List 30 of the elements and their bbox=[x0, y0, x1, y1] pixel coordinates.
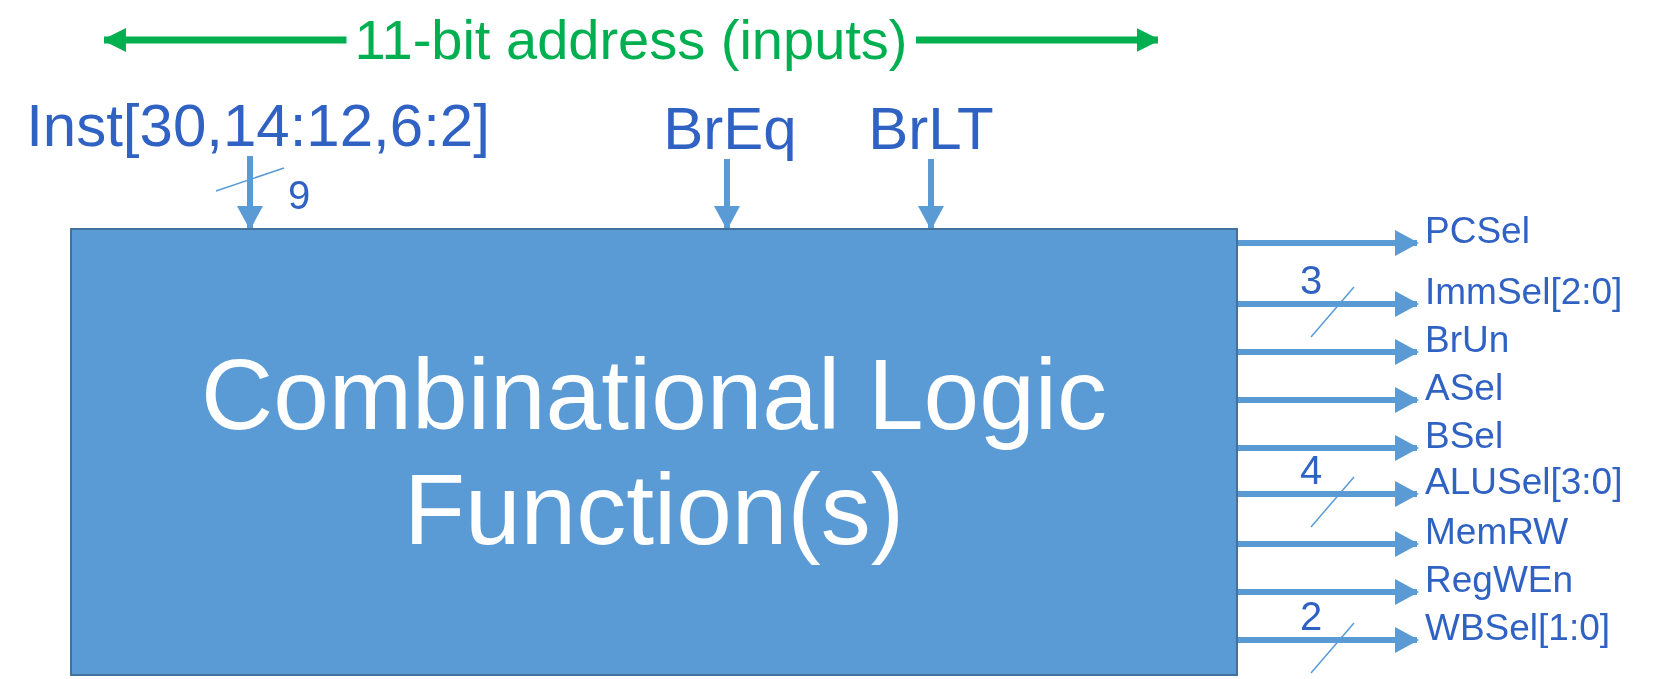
bus-width-label: 2 bbox=[1300, 596, 1323, 636]
output-signal-label: RegWEn bbox=[1425, 556, 1663, 598]
bus-width-label: 9 bbox=[288, 175, 311, 215]
arrow bbox=[1238, 481, 1419, 507]
arrow bbox=[1238, 435, 1419, 461]
input-signal-label: Inst[30,14:12,6:2] bbox=[8, 82, 508, 156]
arrow bbox=[1238, 387, 1419, 413]
arrow bbox=[1238, 627, 1419, 653]
arrow bbox=[1238, 339, 1419, 365]
arrow bbox=[1238, 579, 1419, 605]
arrow bbox=[1238, 230, 1419, 256]
bus-width-label: 4 bbox=[1300, 450, 1323, 490]
output-signal-label: ImmSel[2:0] bbox=[1425, 268, 1663, 310]
input-signal-label: BrEq bbox=[655, 95, 805, 159]
arrow bbox=[1238, 531, 1419, 557]
input-signal-label: BrLT bbox=[860, 95, 1002, 159]
output-signal-label: WBSel[1:0] bbox=[1425, 604, 1663, 646]
output-signal-label: PCSel bbox=[1425, 207, 1663, 249]
output-signal-label: ALUSel[3:0] bbox=[1425, 458, 1663, 500]
output-signal-label: BSel bbox=[1425, 412, 1663, 454]
arrow bbox=[714, 159, 740, 230]
bus-width-label: 3 bbox=[1300, 260, 1323, 300]
arrow bbox=[1238, 291, 1419, 317]
output-signal-label: MemRW bbox=[1425, 508, 1663, 550]
block-title: Combinational Logic Function(s) bbox=[199, 337, 1109, 567]
output-signal-label: BrUn bbox=[1425, 316, 1663, 358]
output-signal-label: ASel bbox=[1425, 364, 1663, 406]
arrow bbox=[237, 156, 263, 230]
arrow bbox=[918, 159, 944, 230]
logic-block bbox=[70, 228, 1238, 676]
